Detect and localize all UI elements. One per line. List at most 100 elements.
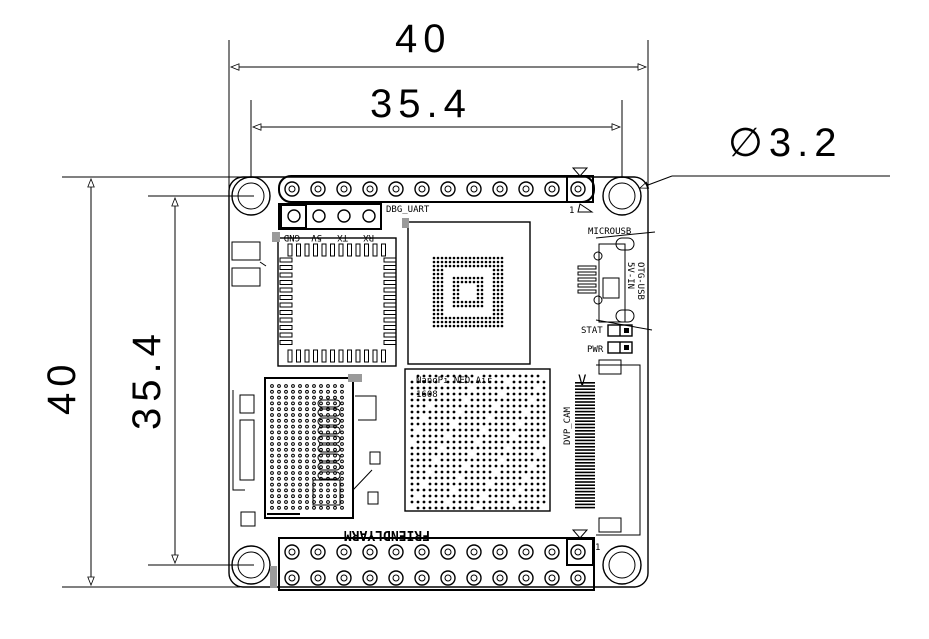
sd-dot bbox=[277, 500, 281, 504]
bga-ball bbox=[468, 304, 472, 308]
bga-ball bbox=[464, 260, 468, 264]
bga-ball bbox=[524, 494, 528, 498]
bga-ball bbox=[492, 284, 496, 288]
bga-ball bbox=[500, 434, 504, 438]
sd-dot bbox=[340, 500, 344, 504]
bga-ball bbox=[446, 440, 450, 444]
coil-segment bbox=[317, 408, 341, 417]
qfn-pin bbox=[383, 332, 397, 338]
bga-ball bbox=[468, 280, 472, 284]
sd-dot bbox=[298, 476, 302, 481]
bga-ball bbox=[434, 380, 438, 384]
sd-dot bbox=[298, 453, 302, 458]
bga-ball bbox=[452, 404, 456, 408]
bga-ball bbox=[524, 374, 528, 378]
sd-dot bbox=[312, 505, 316, 510]
qfn-pin bbox=[279, 310, 293, 315]
bga-ball bbox=[458, 374, 462, 378]
coil-segment bbox=[317, 462, 341, 471]
header-pin-hole bbox=[470, 185, 478, 193]
bga-ball bbox=[488, 506, 492, 510]
bga-ball bbox=[506, 398, 510, 402]
header-pin bbox=[570, 544, 586, 560]
sd-dot bbox=[291, 413, 295, 417]
bga-ball bbox=[492, 272, 496, 276]
bga-ball bbox=[524, 440, 528, 444]
dvp-pin bbox=[575, 391, 595, 394]
bga-ball bbox=[536, 392, 540, 396]
bga-ball bbox=[530, 410, 534, 414]
bga-ball bbox=[436, 276, 440, 280]
bga-ball bbox=[456, 300, 460, 304]
bga-ball bbox=[470, 494, 474, 498]
bga-ball bbox=[440, 398, 444, 402]
bga-ball bbox=[446, 452, 450, 456]
bga-ball bbox=[464, 256, 468, 260]
bga-ball bbox=[410, 470, 414, 474]
bga-ball bbox=[440, 324, 444, 328]
bga-ball bbox=[488, 324, 492, 328]
bga-ball bbox=[496, 280, 500, 284]
sd-dot bbox=[291, 401, 295, 406]
header-pin-hole bbox=[444, 574, 452, 582]
bga-ball bbox=[464, 280, 468, 284]
bga-ball bbox=[476, 320, 480, 324]
bga-ball bbox=[458, 440, 462, 444]
bga-ball bbox=[452, 506, 456, 510]
bga-ball bbox=[506, 422, 510, 426]
bga-ball bbox=[464, 458, 468, 462]
bga-ball bbox=[464, 300, 468, 304]
usb-pin bbox=[577, 289, 597, 294]
bga-ball bbox=[488, 392, 492, 396]
header-pin bbox=[492, 544, 508, 560]
bga-ball bbox=[446, 386, 450, 390]
bga-ball bbox=[542, 494, 546, 498]
bga-ball bbox=[440, 316, 444, 320]
qfn-pin bbox=[279, 280, 293, 285]
bga-ball bbox=[470, 422, 474, 426]
sd-dot bbox=[333, 465, 337, 470]
bga-ball bbox=[492, 288, 496, 292]
bga-ball bbox=[492, 300, 496, 304]
coil-segment bbox=[317, 444, 341, 453]
bga-ball bbox=[536, 506, 540, 510]
sd-dot bbox=[270, 482, 274, 487]
bga-ball bbox=[460, 260, 464, 264]
gnd-label: GND bbox=[284, 232, 300, 242]
sd-dot bbox=[284, 459, 288, 464]
bga-ball bbox=[452, 276, 456, 280]
bga-ball bbox=[440, 464, 444, 468]
sd-dot bbox=[312, 471, 316, 475]
dim-height-35-4-label: 35.4 bbox=[125, 328, 169, 430]
bga-ball bbox=[492, 308, 496, 312]
bga-ball bbox=[518, 458, 522, 462]
bga-ball bbox=[440, 268, 444, 272]
dvp-pin bbox=[575, 503, 595, 506]
bga-ball bbox=[436, 264, 440, 268]
dvp-pin bbox=[575, 417, 595, 419]
sd-dot bbox=[319, 384, 323, 388]
sd-dot bbox=[312, 424, 316, 429]
sd-dot bbox=[333, 447, 337, 452]
header-pin bbox=[414, 181, 430, 197]
header-pin bbox=[440, 570, 456, 586]
bga-ball bbox=[470, 410, 474, 414]
board-date-label: 1608 bbox=[416, 390, 438, 400]
qfn-pin bbox=[279, 257, 293, 263]
sd-dot bbox=[305, 401, 309, 406]
bga-ball bbox=[542, 452, 546, 456]
bga-ball bbox=[436, 312, 440, 316]
bga-ball bbox=[428, 398, 432, 402]
bga-ball bbox=[518, 386, 522, 390]
bga-ball bbox=[440, 422, 444, 426]
bga-ball bbox=[410, 482, 414, 486]
bga-ball bbox=[494, 380, 498, 384]
sd-dot bbox=[277, 505, 281, 510]
sd-dot bbox=[312, 442, 316, 446]
bga-ball bbox=[436, 324, 440, 328]
sd-dot bbox=[326, 500, 330, 504]
sd-dot bbox=[291, 424, 295, 429]
bga-ball bbox=[492, 268, 496, 272]
bga-ball bbox=[422, 404, 426, 408]
bga-ball bbox=[536, 410, 540, 414]
